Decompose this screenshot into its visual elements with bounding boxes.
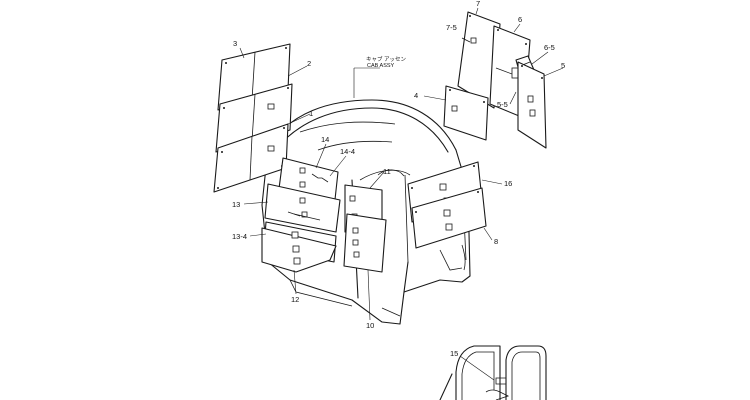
panel-10	[343, 213, 387, 273]
callout-5: 5	[561, 61, 565, 70]
panel-7-5	[461, 37, 471, 43]
callout-13: 13	[232, 200, 240, 209]
callout-10: 10	[366, 321, 374, 330]
panel-13	[264, 183, 341, 233]
callout-2: 2	[307, 59, 311, 68]
leader-lines	[239, 7, 564, 381]
panel-7	[457, 11, 501, 109]
callout-11: 11	[383, 167, 391, 176]
callout-14-4: 14-4	[340, 147, 355, 156]
cab-front-inset	[439, 345, 547, 400]
panel-4	[443, 85, 489, 141]
callout-1: 1	[309, 109, 313, 118]
callout-15: 15	[450, 349, 458, 358]
callout-6-5: 6-5	[544, 43, 555, 52]
callout-labels: 3 2 1 14 14-4 11 13 13-4 12 10 キャブ アッセン …	[232, 0, 565, 358]
callout-4: 4	[414, 91, 418, 100]
callout-7-5: 7-5	[446, 23, 457, 32]
callout-8: 8	[494, 237, 498, 246]
callout-3: 3	[233, 39, 237, 48]
callout-6: 6	[518, 15, 522, 24]
callout-16: 16	[504, 179, 512, 188]
panel-8	[411, 187, 487, 249]
callout-7: 7	[476, 0, 480, 8]
cab-assy-label-jp: キャブ アッセン	[366, 55, 407, 63]
panel-12	[261, 227, 337, 273]
panel-5	[517, 61, 547, 149]
callout-12: 12	[291, 295, 299, 304]
cab-assy-label-en: CAB ASSY	[367, 63, 395, 69]
callout-13-4: 13-4	[232, 232, 247, 241]
callout-14: 14	[321, 135, 329, 144]
callout-5-5: 5-5	[497, 100, 508, 109]
